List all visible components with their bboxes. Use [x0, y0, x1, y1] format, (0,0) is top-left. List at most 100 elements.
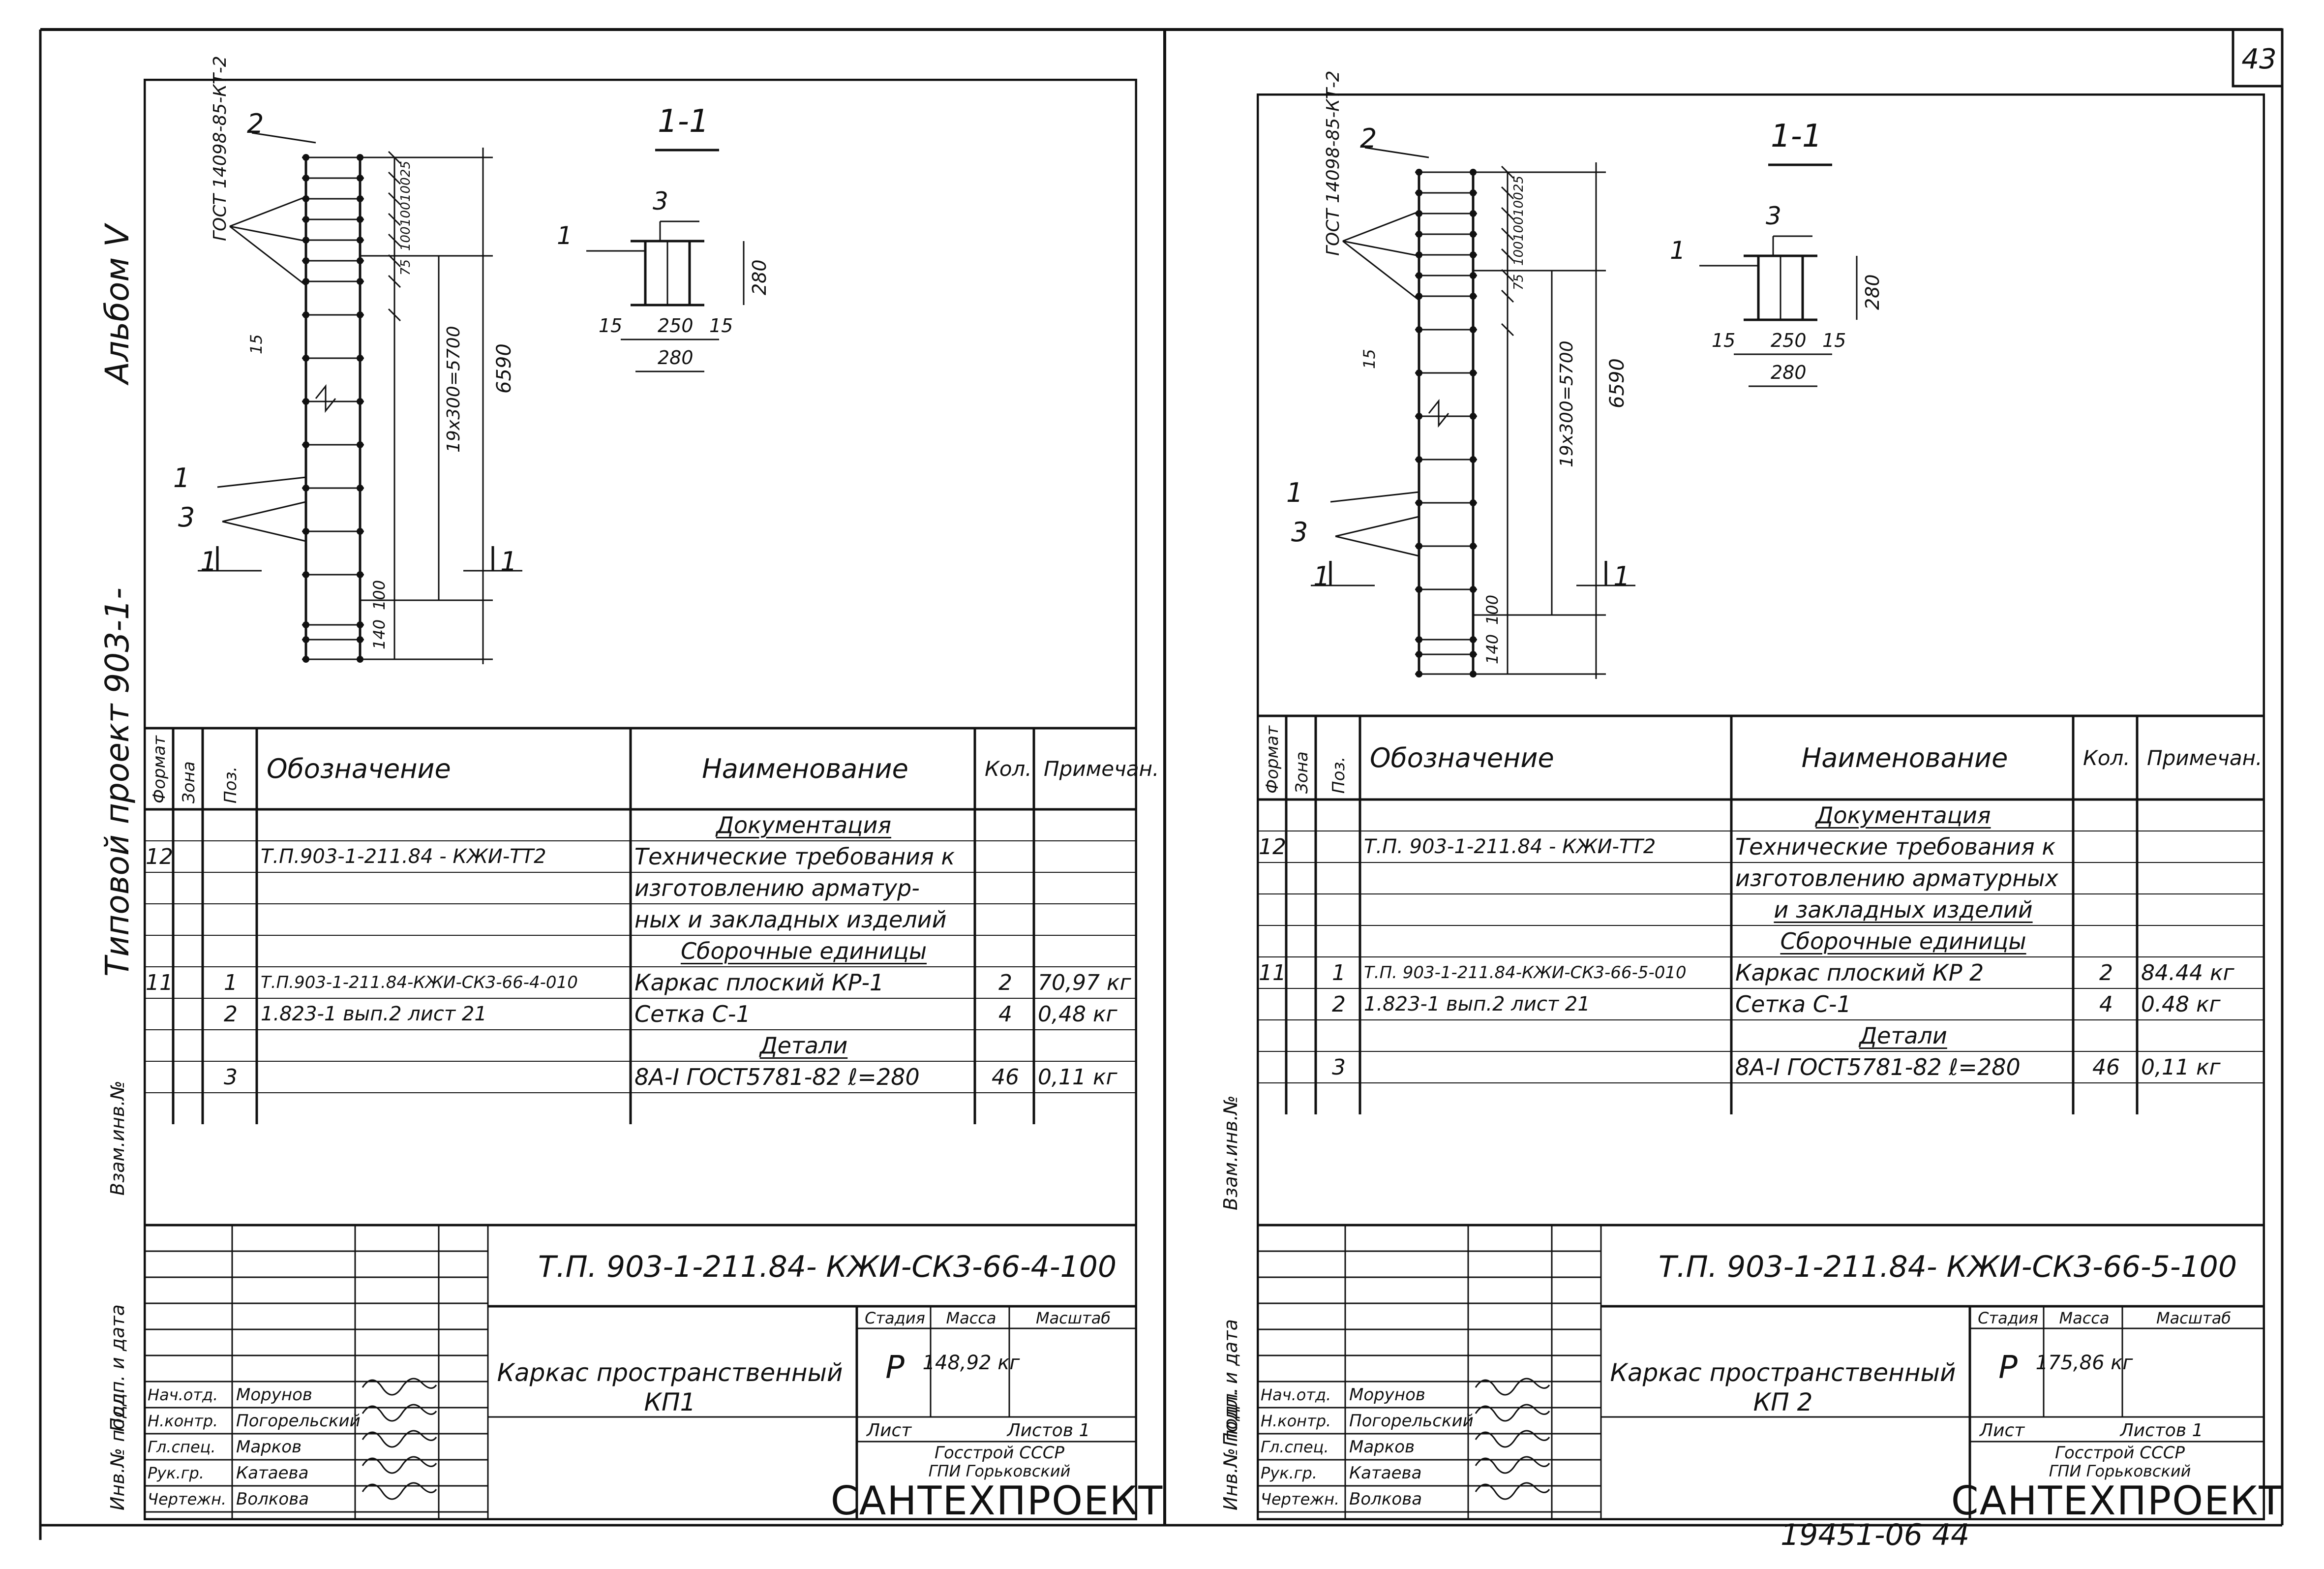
table-cell-qty: 2 — [998, 970, 1012, 995]
table-cell-name: Документация — [716, 812, 892, 838]
signature-mark — [362, 1404, 437, 1422]
dim-top-small: 100 — [1511, 216, 1526, 241]
section-dim-w-inner: 250 — [1771, 330, 1807, 351]
role-label: Н.контр. — [148, 1411, 218, 1430]
stage-header: Стадия — [1978, 1309, 2038, 1327]
role-name: Марков — [1349, 1437, 1415, 1457]
scale-header: Масштаб — [1035, 1309, 1111, 1327]
table-header: Зона — [1292, 751, 1312, 794]
table-cell-name: Технические требования к — [634, 843, 955, 870]
role-name: Морунов — [236, 1384, 312, 1405]
dim-total: 6590 — [1606, 358, 1629, 408]
table-cell-name: Технические требования к — [1735, 833, 2056, 860]
gost-label: ГОСТ 14098-85-КТ-2 — [1323, 70, 1343, 256]
table-cell-qty: 46 — [992, 1064, 1019, 1090]
section-dim-w-outer: 280 — [1771, 362, 1807, 383]
table-cell-qty: 4 — [998, 1001, 1012, 1027]
table-cell-name: и закладных изделий — [1774, 896, 2033, 923]
mass-header: Масса — [2059, 1309, 2110, 1327]
dim-spacing: 19х300=5700 — [444, 326, 464, 453]
sheets-count: Листов 1 — [1007, 1420, 1090, 1441]
dim-top-small: 25 — [1511, 175, 1526, 192]
table-cell-code: 1.823-1 вып.2 лист 21 — [261, 1003, 487, 1025]
table-cell-fmt: 11 — [146, 970, 173, 995]
side-label-replace: Взам.инв.№ — [1220, 1095, 1241, 1210]
table-cell-name: 8А-I ГОСТ5781-82 ℓ=280 — [634, 1064, 920, 1090]
table-cell-code: Т.П.903-1-211.84 - КЖИ-ТТ2 — [261, 845, 546, 868]
side-label-inv: Инв.№ подл. — [107, 1387, 128, 1510]
org-line-1: Госстрой СССР — [935, 1443, 1064, 1463]
signature-mark — [1475, 1404, 1550, 1422]
table-cell-name: Каркас плоский КР-1 — [634, 969, 884, 996]
table-cell-note: 0,11 кг — [2141, 1054, 2221, 1080]
table-cell-name: Детали — [759, 1032, 848, 1059]
dim-top-small: 75 — [1511, 274, 1526, 290]
table-cell-name: Каркас плоский КР 2 — [1735, 959, 1984, 986]
table-cell-note: 0,11 кг — [1038, 1064, 1117, 1090]
table-header: Обозначение — [1370, 742, 1554, 773]
title-name-line1: Каркас пространственный — [1610, 1358, 1956, 1387]
section-dim-w-outer: 280 — [658, 347, 694, 369]
album-label: Альбом V — [98, 224, 136, 384]
section-dim-w-inner: 250 — [658, 315, 694, 337]
doc-code: Т.П. 903-1-211.84- КЖИ-СК3-66-5-100 — [1658, 1250, 2237, 1284]
sheet-header: Лист — [867, 1420, 912, 1441]
dim-top-small: 100 — [398, 202, 413, 226]
table-cell-name: Сетка С-1 — [1735, 991, 1851, 1017]
side-label-inv: Инв.№ подл. — [1220, 1387, 1241, 1510]
dim-total: 6590 — [493, 343, 515, 394]
table-header: Примечан. — [2147, 745, 2263, 770]
role-label: Гл.спец. — [1261, 1437, 1329, 1456]
table-cell-name: Сетка С-1 — [634, 1001, 751, 1027]
side-label-replace: Взам.инв.№ — [107, 1080, 128, 1196]
table-cell-fmt: 12 — [1259, 834, 1286, 860]
dim-top-small: 100 — [1511, 241, 1526, 266]
table-cell-pos: 2 — [1332, 991, 1346, 1017]
title-name-line2: КП1 — [644, 1388, 696, 1416]
sheet-linework — [144, 79, 1137, 1520]
table-cell-name: Сборочные единицы — [680, 938, 927, 964]
table-header: Наименование — [1801, 742, 2008, 773]
role-name: Погорельский — [1349, 1411, 1474, 1431]
table-cell-pos: 1 — [1332, 960, 1346, 985]
role-label: Нач.отд. — [1261, 1385, 1331, 1404]
table-cell-code: Т.П. 903-1-211.84 - КЖИ-ТТ2 — [1364, 835, 1656, 858]
table-header: Кол. — [2083, 745, 2130, 770]
position-2-label: 2 — [247, 108, 264, 139]
dim-top-small: 100 — [398, 226, 413, 251]
section-1-1 — [586, 149, 745, 372]
dim-bottom-2: 100 — [1483, 594, 1502, 625]
title-name-line2: КП 2 — [1753, 1388, 1813, 1416]
section-dim-side-l: 15 — [599, 315, 623, 337]
bottom-number: 19451-06 44 — [1781, 1518, 1970, 1552]
table-header: Примечан. — [1044, 757, 1159, 781]
dim-bottom-2: 100 — [370, 580, 389, 610]
table-cell-fmt: 12 — [146, 844, 173, 869]
position-1-label: 1 — [1286, 477, 1303, 508]
table-header: Формат — [150, 736, 169, 803]
role-name: Морунов — [1349, 1384, 1425, 1405]
section-1-1 — [1699, 163, 1858, 387]
role-label: Нач.отд. — [148, 1385, 218, 1404]
page-number: 43 — [2241, 43, 2277, 75]
role-name: Марков — [236, 1437, 302, 1457]
org-name: САНТЕХПРОЕКТ — [1951, 1477, 2284, 1524]
dim-side-15: 15 — [247, 334, 266, 354]
mass-value: 148,92 кг — [922, 1352, 1020, 1374]
table-cell-name: ных и закладных изделий — [634, 906, 947, 933]
section-title: 1-1 — [658, 103, 709, 140]
table-cell-name: Документация — [1815, 802, 1991, 829]
table-header: Кол. — [985, 757, 1032, 781]
stage-value: Р — [1998, 1350, 2018, 1386]
role-name: Катаева — [1349, 1463, 1422, 1483]
signature-mark — [1475, 1456, 1550, 1474]
signature-mark — [362, 1378, 437, 1396]
org-name: САНТЕХПРОЕКТ — [830, 1477, 1164, 1524]
table-cell-name: изготовлению арматурных — [1735, 865, 2058, 892]
dim-bottom-1: 140 — [1483, 634, 1502, 664]
table-cell-qty: 46 — [2092, 1054, 2120, 1080]
section-dim-side-l: 15 — [1712, 330, 1736, 351]
table-cell-pos: 3 — [224, 1064, 238, 1090]
